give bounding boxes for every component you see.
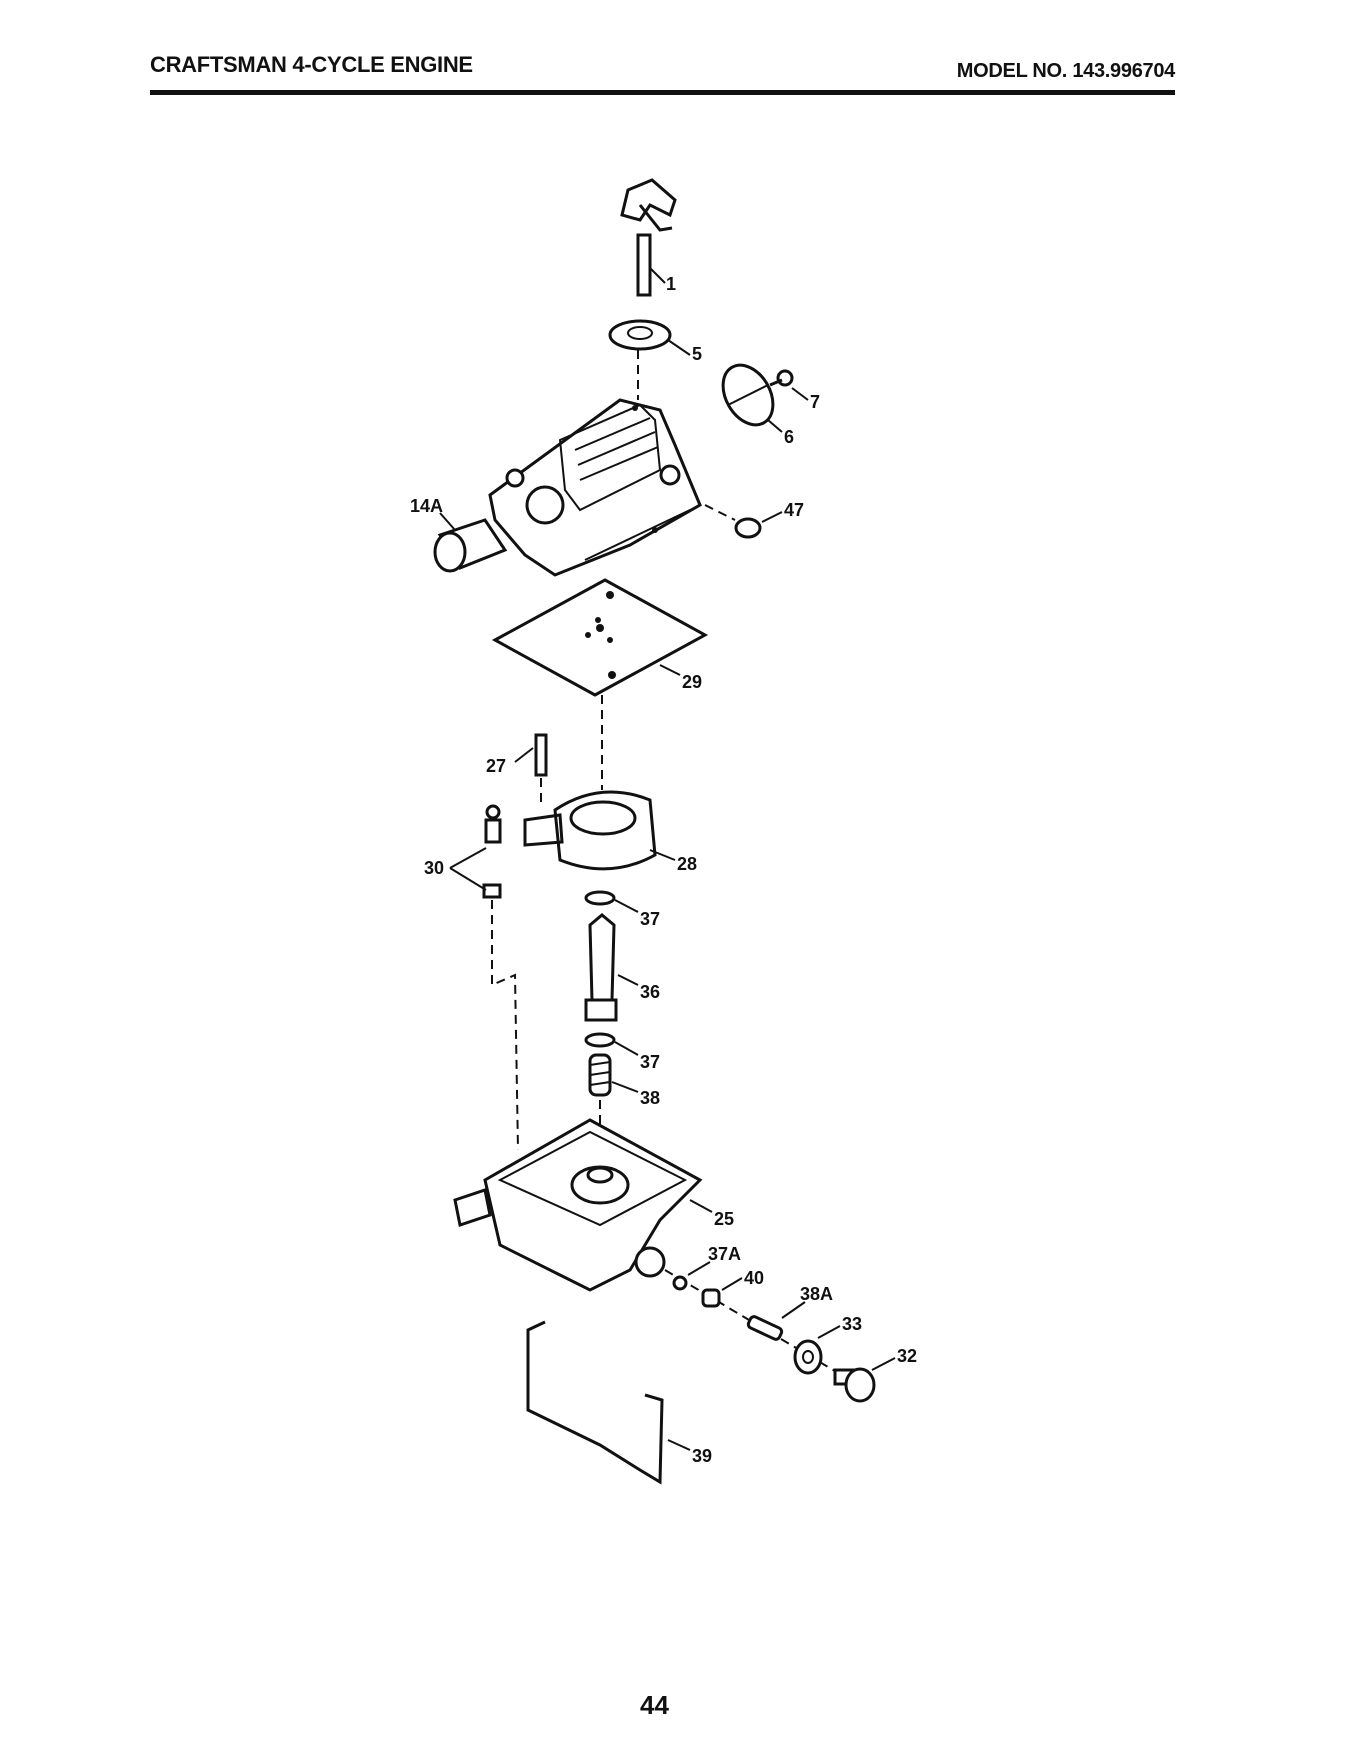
callout-29: 29 xyxy=(682,672,702,692)
callout-1: 1 xyxy=(666,274,676,294)
part-29-gasket xyxy=(495,580,705,695)
callout-25: 25 xyxy=(714,1209,734,1229)
page-number: 44 xyxy=(640,1690,669,1721)
part-37-washer-lower xyxy=(586,1034,614,1046)
callout-38a: 38A xyxy=(800,1284,833,1304)
part-28-float xyxy=(525,792,655,869)
callout-28: 28 xyxy=(677,854,697,874)
callout-32: 32 xyxy=(897,1346,917,1366)
part-40-seat xyxy=(703,1290,719,1306)
part-32-screw xyxy=(835,1369,874,1401)
callout-38: 38 xyxy=(640,1088,660,1108)
callout-33: 33 xyxy=(842,1314,862,1334)
part-5-seal xyxy=(610,321,670,349)
part-33-washer xyxy=(795,1341,821,1373)
callout-47: 47 xyxy=(784,500,804,520)
part-7-screw xyxy=(770,371,792,385)
part-47-plug xyxy=(736,519,760,537)
callout-36: 36 xyxy=(640,982,660,1002)
part-6-throttle-plate xyxy=(713,356,783,433)
callout-30: 30 xyxy=(424,858,444,878)
part-14a-tube xyxy=(435,520,505,571)
part-39-wire-retainer xyxy=(528,1322,662,1482)
callout-7: 7 xyxy=(810,392,820,412)
part-37a-washer xyxy=(674,1277,686,1289)
part-25-float-bowl xyxy=(455,1120,700,1290)
callout-37a: 37A xyxy=(708,1244,741,1264)
callout-37-upper: 37 xyxy=(640,909,660,929)
callout-5: 5 xyxy=(692,344,702,364)
callout-6: 6 xyxy=(784,427,794,447)
callout-39: 39 xyxy=(692,1446,712,1466)
part-36-main-jet xyxy=(586,915,616,1020)
carburetor-body xyxy=(490,400,700,575)
part-30-needle-valve xyxy=(484,806,500,897)
part-38-spring xyxy=(590,1055,610,1095)
callout-40: 40 xyxy=(744,1268,764,1288)
part-37-washer xyxy=(586,892,614,904)
part-38a-spring xyxy=(747,1315,783,1340)
callout-14a: 14A xyxy=(410,496,443,516)
callout-27: 27 xyxy=(486,756,506,776)
part-27-pin xyxy=(536,735,546,775)
callout-37-lower: 37 xyxy=(640,1052,660,1072)
